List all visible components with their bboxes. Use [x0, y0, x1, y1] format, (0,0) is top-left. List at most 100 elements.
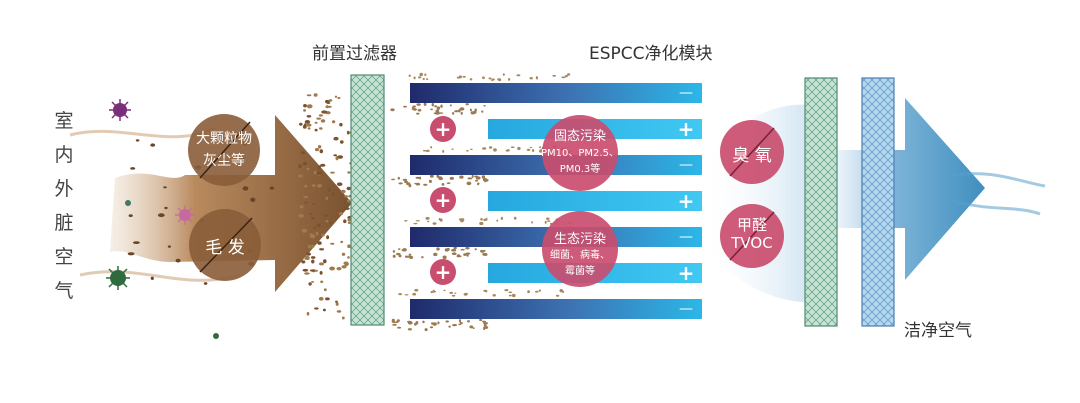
label-char: 外: [54, 178, 74, 200]
dust-particle: [483, 105, 486, 107]
dust-particle: [433, 112, 438, 115]
dust-particle: [326, 235, 330, 240]
dust-particle: [322, 308, 326, 312]
dust-particle: [309, 212, 313, 215]
dust-particle: [392, 323, 397, 326]
dust-particle: [461, 218, 465, 222]
dust-particle: [529, 77, 533, 80]
dust-particle: [347, 256, 350, 259]
dust-particle: [480, 249, 485, 253]
label-char: 气: [54, 280, 74, 302]
dust-particle: [466, 150, 469, 152]
dust-particle: [298, 164, 302, 169]
dust-particle: [436, 106, 441, 110]
dust-particle: [552, 74, 557, 77]
dust-particle: [317, 223, 321, 228]
dust-particle: [443, 289, 446, 292]
dust-particle: [304, 120, 311, 124]
dust-particle: [451, 248, 457, 252]
dust-particle: [203, 282, 208, 285]
dust-particle: [310, 256, 316, 259]
dust-particle: [299, 205, 304, 209]
solid-pollution-circle: [542, 115, 618, 191]
dust-particle: [301, 228, 307, 233]
dust-particle: [508, 291, 513, 294]
pre-filter-label: 前置过滤器: [312, 44, 397, 64]
dust-particle: [417, 108, 422, 112]
dust-particle: [488, 77, 492, 80]
dust-particle: [406, 182, 411, 186]
dust-particle: [561, 76, 566, 79]
solid-pollution-line1: PM10、PM2.5、: [541, 148, 619, 159]
dust-particle: [510, 146, 515, 148]
dust-particle: [390, 108, 395, 112]
dust-particle: [482, 320, 486, 323]
dust-particle: [327, 187, 331, 192]
dust-particle: [307, 244, 312, 249]
dust-particle: [329, 266, 335, 271]
dust-particle: [313, 93, 318, 97]
dust-particle: [344, 207, 350, 211]
dust-particle: [314, 307, 319, 310]
dust-particle: [500, 216, 503, 220]
dust-particle: [479, 221, 484, 226]
dust-particle: [407, 328, 412, 331]
dust-particle: [442, 149, 445, 153]
dust-particle: [341, 265, 347, 269]
dust-particle: [306, 104, 313, 109]
dust-particle: [323, 214, 329, 217]
dust-particle: [505, 149, 510, 152]
dust-particle: [477, 182, 480, 185]
dust-particle: [442, 255, 447, 260]
dust-particle: [508, 294, 512, 297]
dust-particle: [135, 139, 140, 142]
dust-particle: [403, 105, 408, 108]
dust-particle: [479, 318, 483, 322]
dust-particle: [459, 322, 463, 325]
dust-particle: [512, 293, 516, 298]
dust-particle: [481, 175, 486, 179]
dust-particle: [150, 143, 156, 147]
dust-particle: [517, 146, 521, 151]
dust-particle: [456, 76, 460, 79]
dust-particle: [304, 201, 308, 204]
dust-particle: [325, 196, 328, 200]
dust-particle: [458, 323, 462, 326]
dust-particle: [311, 184, 316, 187]
dust-particle: [423, 149, 426, 152]
dust-particle: [458, 319, 462, 323]
dust-particle: [436, 247, 440, 251]
dust-particle: [404, 220, 408, 222]
dust-particle: [422, 320, 425, 324]
hair-label: 毛 发: [205, 238, 245, 258]
spore-dot-icon: [213, 333, 219, 339]
dust-particle: [531, 221, 534, 224]
dust-particle: [325, 220, 329, 223]
bio-pollution-title: 生态污染: [553, 232, 606, 247]
dust-particle: [340, 140, 344, 144]
positive-plate: [488, 191, 702, 211]
dust-particle: [127, 252, 135, 256]
dust-particle: [313, 170, 317, 175]
dust-particle: [341, 316, 345, 320]
dust-particle: [128, 214, 133, 218]
dust-particle: [307, 127, 311, 130]
dust-particle: [412, 292, 417, 296]
dust-particle: [409, 255, 413, 259]
dust-particle: [453, 246, 457, 250]
label-char: 空: [54, 246, 74, 268]
dust-particle: [431, 103, 434, 107]
dust-particle: [314, 128, 318, 132]
dust-particle: [564, 75, 568, 78]
dust-particle: [346, 130, 350, 135]
dust-particle: [539, 146, 541, 149]
dust-particle: [306, 94, 312, 97]
dust-particle: [337, 155, 344, 159]
large-particles-label: 大颗粒物: [196, 131, 252, 147]
dust-particle: [250, 197, 256, 202]
dust-particle: [492, 294, 496, 297]
dust-particle: [303, 109, 307, 112]
dust-particle: [462, 75, 466, 78]
dust-particle: [317, 145, 322, 149]
dust-particle: [336, 182, 343, 186]
